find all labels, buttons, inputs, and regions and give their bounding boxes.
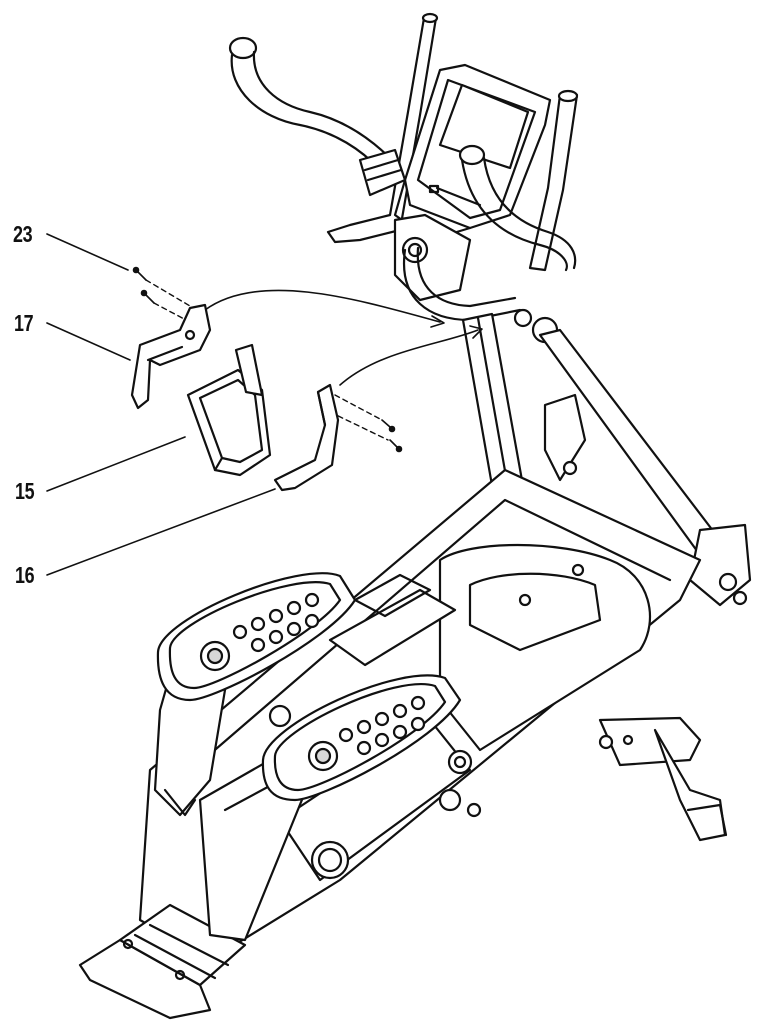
right-pedal-arm [198, 758, 312, 942]
callout-15: 15 [15, 478, 35, 504]
bracket-16 [273, 383, 340, 492]
screws-23 [132, 266, 403, 453]
holder-15 [186, 343, 272, 477]
flywheel-cover [278, 718, 482, 882]
left-pedal [156, 572, 357, 702]
right-pedal-grip-dots [338, 695, 426, 756]
assembly-dashes [145, 279, 389, 441]
leader-15 [46, 436, 186, 492]
left-rear-handlebar [228, 36, 394, 172]
callout-16: 16 [15, 562, 35, 588]
assembly-arrows [204, 289, 483, 386]
leader-23 [46, 233, 129, 271]
leader-16 [46, 488, 276, 576]
right-pedal [261, 674, 462, 802]
callout-17: 17 [14, 310, 34, 336]
bracket-17 [130, 303, 212, 410]
rear-foot [78, 903, 247, 1020]
leader-lines [46, 233, 276, 576]
leader-17 [46, 322, 131, 361]
right-upper-arm [528, 89, 579, 272]
right-swing-arm [538, 328, 752, 607]
fan-housing [393, 213, 472, 302]
left-pedal-grip-dots [232, 592, 320, 653]
callout-23: 23 [13, 221, 33, 247]
console-side-grips [358, 148, 407, 197]
front-stabilizer [598, 716, 728, 842]
